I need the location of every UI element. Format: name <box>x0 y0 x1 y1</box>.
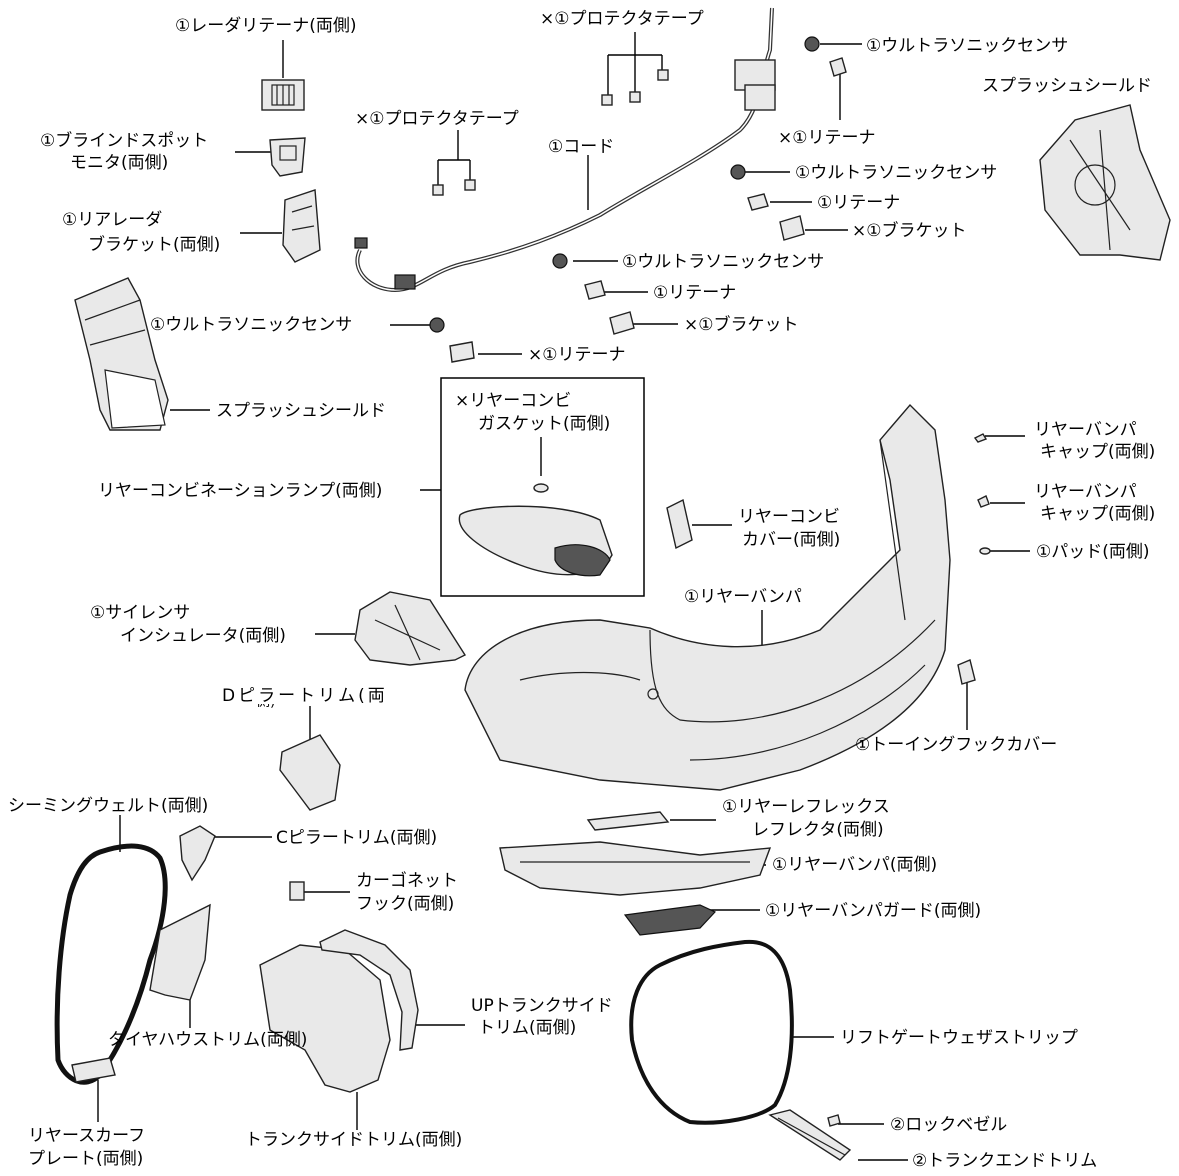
label-rear-bumper-side: ①リヤーバンパ(両側) <box>772 855 938 875</box>
ultrasonic-sensor-parts <box>429 36 820 333</box>
label-bracket-x-2: ×①ブラケット <box>684 315 799 335</box>
up-trunk-side-trim-part <box>319 929 419 1051</box>
label-splash-shield-right: スプラッシュシールド <box>982 76 1152 96</box>
label-ultrasonic-sensor-left: ①ウルトラソニックセンサ <box>150 315 353 335</box>
label-radar-retainer: ①レーダリテーナ(両側) <box>175 16 357 36</box>
liftgate-weatherstrip-part <box>629 939 794 1125</box>
label-d-pillar-2-clip: 側) <box>256 704 286 711</box>
radar-retainer-part <box>261 79 305 111</box>
label-blind-spot-1: ①ブラインドスポット <box>40 131 209 151</box>
label-bumper-cap-2a: リヤーバンパ <box>1034 482 1137 502</box>
label-cord: ①コード <box>548 137 615 157</box>
lamp-inset-frame <box>440 377 645 597</box>
silencer-insulator-part <box>354 591 467 666</box>
lock-bezel-part <box>827 1114 841 1127</box>
label-combo-cover-1: リヤーコンビ <box>738 507 840 527</box>
label-trunk-side-trim: トランクサイドトリム(両側) <box>245 1130 463 1150</box>
combo-cover-part <box>666 498 693 550</box>
label-seaming-welt: シーミングウェルト(両側) <box>8 796 209 816</box>
label-pad: ①パッド(両側) <box>1036 542 1150 562</box>
label-protect-tape-top: ×①プロテクタテープ <box>540 9 704 29</box>
tire-house-trim-part <box>149 903 211 1001</box>
rear-radar-bracket-part <box>282 189 321 263</box>
c-pillar-trim-part <box>179 825 216 882</box>
label-ultrasonic-sensor-3: ①ウルトラソニックセンサ <box>622 252 825 272</box>
towing-cover-part <box>957 659 976 685</box>
label-up-trunk-side-2: トリム(両側) <box>478 1018 577 1038</box>
cargo-hook-part <box>289 881 305 901</box>
bumper-guard-part <box>623 904 717 936</box>
bumper-cap-parts <box>973 433 991 555</box>
label-splash-shield-left: スプラッシュシールド <box>216 401 386 421</box>
label-lock-bezel: ②ロックベゼル <box>890 1115 1008 1135</box>
label-rear-radar-1: ①リアレーダ <box>62 210 163 230</box>
retainer-bracket-parts <box>449 57 847 363</box>
label-reflex-1: ①リヤーレフレックス <box>722 797 890 817</box>
label-d-pillar-1: Dピラートリム(両 <box>222 686 388 706</box>
label-up-trunk-side-1: UPトランクサイド <box>471 996 613 1016</box>
d-pillar-trim-part <box>279 734 341 811</box>
label-retainer-x-top: ×①リテーナ <box>778 128 876 148</box>
label-silencer-1: ①サイレンサ <box>90 603 191 623</box>
protect-tape-parts <box>432 69 669 196</box>
label-tire-house-trim: タイヤハウストリム(両側) <box>108 1030 308 1050</box>
label-liftgate-weatherstrip: リフトゲートウェザストリップ <box>840 1028 1078 1048</box>
label-ultrasonic-sensor-2: ①ウルトラソニックセンサ <box>795 163 998 183</box>
label-scuff-2: プレート(両側) <box>28 1149 144 1169</box>
label-blind-spot-2: モニタ(両側) <box>70 153 169 173</box>
reflex-reflector-part <box>586 811 670 831</box>
label-bumper-cap-1b: キャップ(両側) <box>1040 442 1156 462</box>
label-combination-lamp: リヤーコンビネーションランプ(両側) <box>98 481 383 501</box>
label-combo-cover-2: カバー(両側) <box>742 530 841 550</box>
label-gasket-1: ×リヤーコンビ <box>455 391 572 411</box>
combination-lamp-part <box>458 483 613 577</box>
label-bracket-x-1: ×①ブラケット <box>852 221 967 241</box>
cord-connectors <box>354 59 776 290</box>
label-gasket-2: ガスケット(両側) <box>478 414 611 434</box>
scuff-plate-part <box>71 1057 116 1083</box>
label-d-pillar-2: 側) <box>256 704 286 711</box>
label-ultrasonic-sensor-top: ①ウルトラソニックセンサ <box>866 36 1069 56</box>
rear-bumper-part <box>464 403 951 791</box>
label-retainer-3: ①リテーナ <box>653 283 737 303</box>
splash-shield-right-part <box>1039 104 1171 261</box>
label-c-pillar-trim: Cピラートリム(両側) <box>276 828 438 848</box>
label-retainer-2: ①リテーナ <box>817 193 901 213</box>
label-rear-radar-2: ブラケット(両側) <box>88 235 221 255</box>
label-retainer-x-low: ×①リテーナ <box>528 345 626 365</box>
blind-spot-monitor-part <box>269 137 306 177</box>
splash-shield-left-part <box>74 277 169 431</box>
label-cargo-hook-2: フック(両側) <box>356 894 455 914</box>
label-cargo-hook-1: カーゴネット <box>356 871 458 891</box>
label-bumper-cap-2b: キャップ(両側) <box>1040 504 1156 524</box>
label-towing-hook-cover: ①トーイングフックカバー <box>855 735 1058 755</box>
rear-bumper-lower-part <box>499 841 772 896</box>
label-trunk-end-trim: ②トランクエンドトリム <box>912 1151 1098 1171</box>
label-rear-bumper: ①リヤーバンパ <box>684 587 802 607</box>
label-silencer-2: インシュレータ(両側) <box>120 626 286 646</box>
trunk-side-trim-part <box>259 944 391 1093</box>
label-bumper-cap-1a: リヤーバンパ <box>1034 420 1137 440</box>
label-protect-tape-mid: ×①プロテクタテープ <box>355 109 519 129</box>
label-reflex-2: レフレクタ(両側) <box>752 820 884 840</box>
label-scuff-1: リヤースカーフ <box>28 1126 146 1146</box>
trunk-end-trim-part <box>768 1109 852 1161</box>
label-bumper-guard: ①リヤーバンパガード(両側) <box>765 901 982 921</box>
